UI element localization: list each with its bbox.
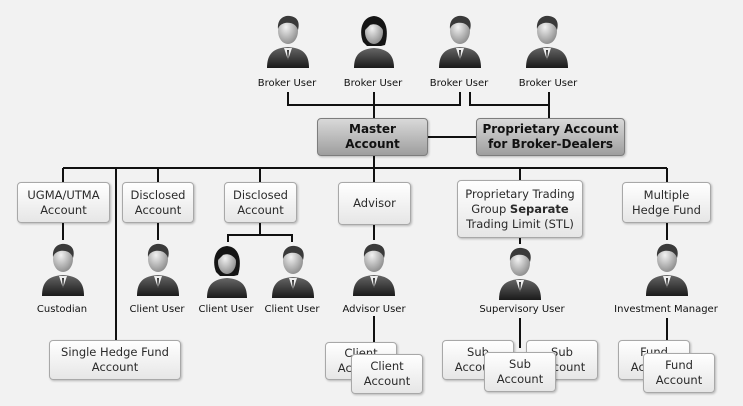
multiple-hedge-fund-box[interactable]: Multiple Hedge Fund xyxy=(622,182,711,223)
client-account-box[interactable]: Client Account xyxy=(351,354,423,394)
investment-manager-icon xyxy=(644,240,690,296)
client-user-label: Client User xyxy=(129,304,185,315)
client-user-label: Client User xyxy=(198,304,254,315)
supervisory-user-icon xyxy=(497,244,543,300)
advisor-box[interactable]: Advisor xyxy=(338,182,411,225)
client-user-label: Client User xyxy=(264,304,320,315)
custodian-icon xyxy=(40,240,86,296)
broker-user-label: Broker User xyxy=(518,78,578,89)
broker-user-label: Broker User xyxy=(429,78,489,89)
investment-manager-label: Investment Manager xyxy=(614,304,718,315)
male-user-icon xyxy=(437,12,483,68)
male-user-icon xyxy=(265,12,311,68)
client-user-icon xyxy=(270,242,316,298)
proprietary-trading-group-box[interactable]: Proprietary Trading Group Separate Tradi… xyxy=(457,180,583,238)
female-client-user-icon xyxy=(204,242,250,298)
fund-account-box[interactable]: Fund Account xyxy=(643,353,715,393)
client-user-icon xyxy=(135,240,181,296)
advisor-user-label: Advisor User xyxy=(342,304,406,315)
sub-account-box[interactable]: Sub Account xyxy=(484,352,556,392)
proprietary-account-box[interactable]: Proprietary Account for Broker-Dealers xyxy=(476,118,625,156)
master-account-box[interactable]: Master Account xyxy=(317,118,428,156)
broker-user-label: Broker User xyxy=(343,78,403,89)
single-hedge-fund-account-box[interactable]: Single Hedge Fund Account xyxy=(49,340,181,380)
ugma-utma-account-box[interactable]: UGMA/UTMA Account xyxy=(17,182,110,223)
advisor-user-icon xyxy=(351,240,397,296)
male-user-icon xyxy=(524,12,570,68)
broker-user-label: Broker User xyxy=(257,78,317,89)
custodian-label: Custodian xyxy=(36,304,88,315)
supervisory-user-label: Supervisory User xyxy=(479,304,565,315)
disclosed-account-box[interactable]: Disclosed Account xyxy=(122,182,194,223)
female-user-icon xyxy=(351,12,397,68)
disclosed-account-box[interactable]: Disclosed Account xyxy=(224,182,297,223)
